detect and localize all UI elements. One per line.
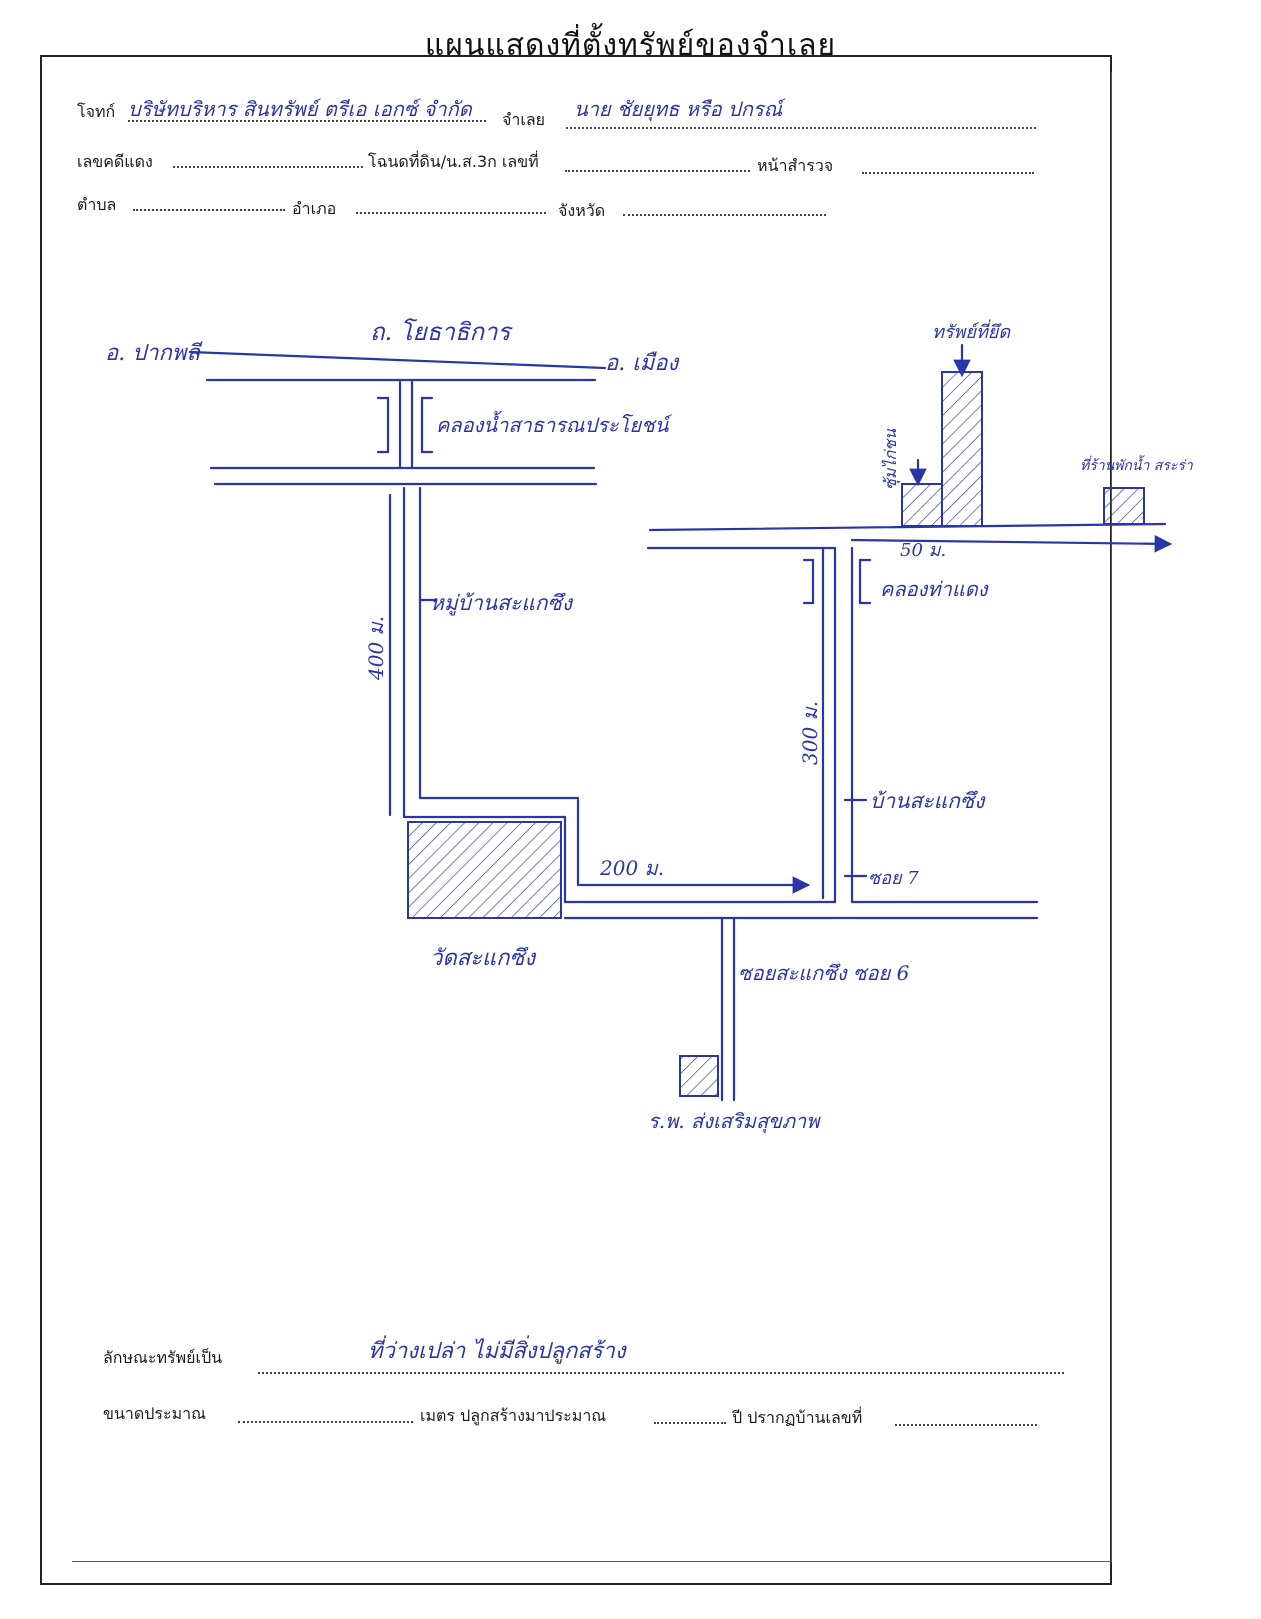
right-place-label: อ. เมือง <box>605 351 680 376</box>
years-label: ปี ปรากฏบ้านเลขที่ <box>732 1408 863 1427</box>
distance-200-label: 200 ม. <box>599 856 664 880</box>
plaintiff-label: โจทก์ <box>77 102 116 121</box>
defendant-dots <box>566 127 1036 129</box>
property-type-value: ที่ว่างเปล่า ไม่มีสิ่งปลูกสร้าง <box>368 1339 626 1364</box>
form-frame-shadow <box>72 72 1112 1562</box>
chicken-coop-plot <box>901 483 943 527</box>
survey-page-label: หน้าสำรวจ <box>757 156 834 175</box>
page-title: แผนแสดงที่ตั้งทรัพย์ของจำเลย <box>424 28 837 63</box>
house-no-dots <box>895 1424 1037 1426</box>
property-type-dots <box>258 1372 1064 1374</box>
soi6-label: ซอยสะแกซึง ซอย 6 <box>738 961 910 985</box>
deed-dots <box>565 170 750 172</box>
meters-label: เมตร ปลูกสร้างมาประมาณ <box>420 1406 607 1425</box>
subdistrict-label: ตำบล <box>77 195 117 214</box>
case-no-label: เลขคดีแดง <box>77 152 153 171</box>
village-moo-label: หมู่บ้านสะแกซึง <box>430 591 574 616</box>
province-label: จังหวัด <box>558 201 606 220</box>
right-upper-road-3 <box>850 535 1173 553</box>
top-road-line-1 <box>188 350 607 370</box>
case-no-dots <box>173 166 363 168</box>
soi7-label: ซอย 7 <box>868 868 919 889</box>
province-dots <box>623 214 826 216</box>
hospital-label: ร.พ. ส่งเสริมสุขภาพ <box>648 1109 821 1134</box>
temple-label: วัดสะแกซึง <box>430 946 537 971</box>
hospital-plot <box>679 1055 719 1097</box>
defendant-label: จำเลย <box>502 110 546 129</box>
size-dots <box>238 1421 413 1423</box>
seized-property-label: ทรัพย์ที่ยึด <box>932 319 1011 343</box>
district-label: อำเภอ <box>292 199 337 218</box>
left-place-label: อ. ปากพลี <box>105 341 203 366</box>
distance-50-label: 50 ม. <box>900 540 946 561</box>
chicken-coop-label: ซุ้มไก่ชน <box>881 428 901 490</box>
district-dots <box>356 212 546 214</box>
right-canal-bracket-right <box>858 558 872 605</box>
size-label: ขนาดประมาณ <box>103 1404 206 1423</box>
water-tower-plot <box>1103 487 1145 525</box>
water-tower-label: ที่ร้านพักน้ำ สระร่า <box>1080 455 1194 474</box>
road-top-label: ถ. โยธาธิการ <box>370 318 514 346</box>
village-ban-label: บ้านสะแกซึง <box>870 789 986 813</box>
years-dots <box>654 1422 726 1424</box>
canal-right-label: คลองท่าแดง <box>880 577 989 601</box>
canal-bracket-right <box>420 396 434 454</box>
deed-label: โฉนดที่ดิน/น.ส.3ก เลขที่ <box>368 152 539 171</box>
defendant-value: นาย ชัยยุทธ หรือ ปกรณ์ <box>574 97 783 121</box>
plaintiff-dots <box>128 120 486 122</box>
property-type-label: ลักษณะทรัพย์เป็น <box>103 1348 223 1367</box>
seized-property-plot <box>941 371 983 527</box>
plaintiff-value: บริษัทบริหาร สินทรัพย์ ตรีเอ เอกซ์ จำกัด <box>128 97 472 121</box>
temple-plot <box>407 821 562 919</box>
subdistrict-dots <box>133 209 285 211</box>
canal-bracket-left <box>376 396 390 454</box>
distance-300-label: 300 ม. <box>798 701 822 765</box>
survey-page-dots <box>862 172 1034 174</box>
right-canal-bracket-left <box>802 558 815 605</box>
distance-400-label: 400 ม. <box>364 616 388 681</box>
canal-public-label: คลองน้ำสาธารณประโยชน์ <box>436 410 673 437</box>
